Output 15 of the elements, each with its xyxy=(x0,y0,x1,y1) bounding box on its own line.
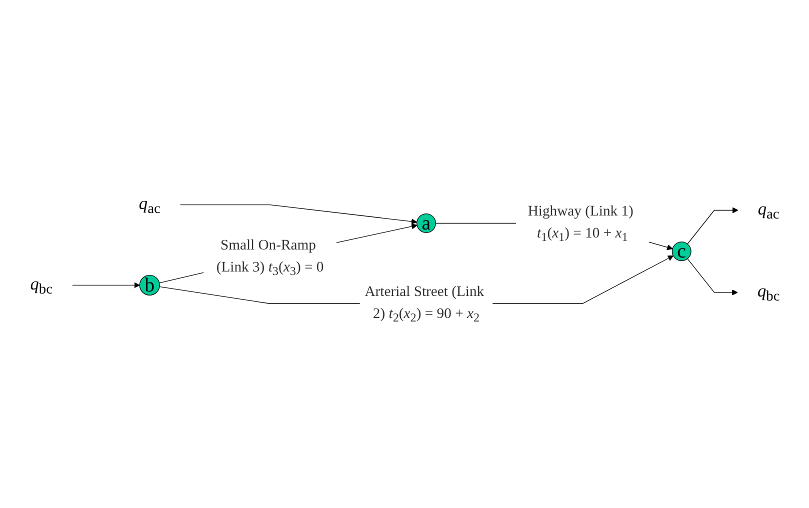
arrow xyxy=(179,204,417,225)
arrow xyxy=(158,224,417,284)
edge-label: Highway (Link 1) t$_{1}$(x$_{1}$) = 10 + x$_{1}$ xyxy=(527,202,633,244)
node-circle: c xyxy=(671,242,691,262)
edge-label: Small On-Ramp (Link 3) t$_{3}$(x$_{3}$) = 0 xyxy=(216,236,324,278)
node-text: q$_{ac}$ xyxy=(757,199,779,222)
arrow xyxy=(686,258,738,296)
node-circle: a xyxy=(416,214,436,234)
arrow xyxy=(686,208,738,245)
arrow xyxy=(72,282,140,288)
edge-label: Arterial Street (Link 2) t$_{2}$(x$_{2}$) = 90 + x$_{2}$ xyxy=(364,282,484,324)
node-circle: b xyxy=(138,275,160,296)
node-text: q$_{bc}$ xyxy=(756,282,780,304)
node-text: q$_{ac}$ xyxy=(138,194,160,217)
node-text: q$_{bc}$ xyxy=(30,274,52,297)
